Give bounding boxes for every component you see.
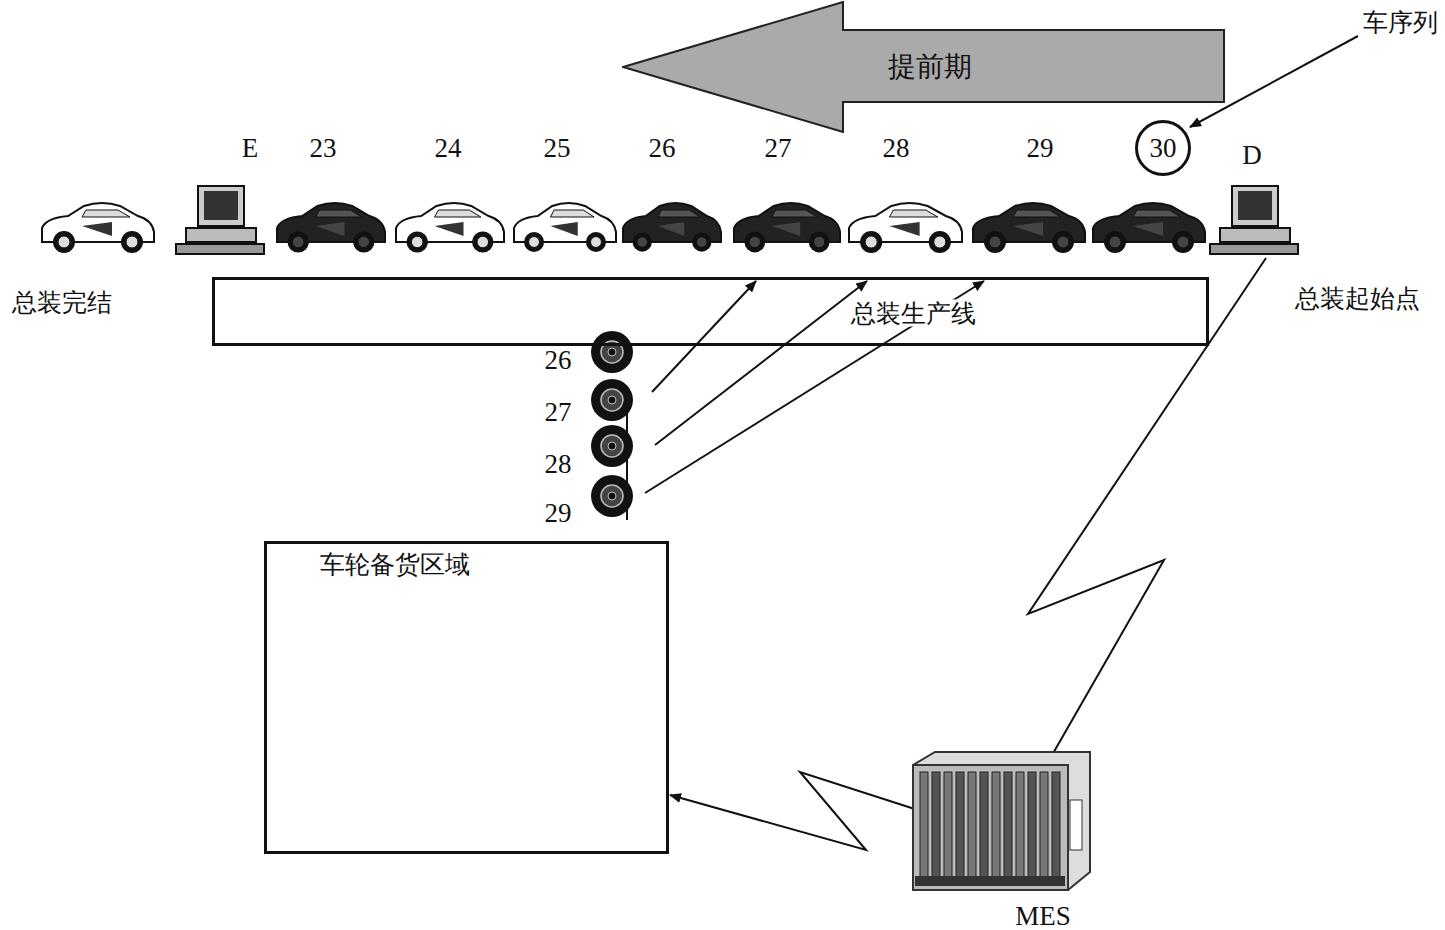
node-text: 车轮备货区域 <box>317 551 473 578</box>
wheel-stock-area: 车轮备货区域 <box>264 541 669 854</box>
station-letter: D <box>1242 142 1262 169</box>
lead-time-arrow: 提前期 <box>622 1 1225 133</box>
car <box>42 203 154 253</box>
supply-arrows <box>627 281 984 520</box>
callout-number: 24 <box>435 135 462 162</box>
callout-number: 28 <box>545 451 572 478</box>
start-label: 总装起始点 <box>1295 286 1420 311</box>
car <box>277 203 385 253</box>
assembly-line-band: 总装生产线 <box>212 277 1209 346</box>
car <box>849 203 962 253</box>
car <box>514 203 616 252</box>
callout-number: 23 <box>310 135 337 162</box>
signal-link <box>1028 258 1266 790</box>
car <box>623 203 721 252</box>
callout-number: 29 <box>545 500 572 527</box>
callout-number: 26 <box>649 135 676 162</box>
server-rack <box>913 752 1090 890</box>
callout-number: 28 <box>883 135 910 162</box>
callout-number: 26 <box>545 347 572 374</box>
station-letter: E <box>242 135 259 162</box>
callout-number: 27 <box>765 135 792 162</box>
node-text: 提前期 <box>888 53 972 81</box>
callout-number: 27 <box>545 399 572 426</box>
car <box>734 203 840 252</box>
computer-terminal <box>176 186 264 254</box>
car <box>396 203 504 253</box>
car-row <box>42 186 1298 254</box>
car <box>1093 203 1205 253</box>
node-text: 总装生产线 <box>848 299 979 326</box>
system-label: MES <box>1015 903 1071 930</box>
callout-number: 25 <box>544 135 571 162</box>
computer-terminal <box>1210 186 1298 254</box>
callout-number: 29 <box>1027 135 1054 162</box>
sequence-circle: 30 <box>1135 120 1191 176</box>
end-label: 总装完结 <box>12 290 112 315</box>
node-text: 30 <box>1147 134 1180 163</box>
car <box>973 203 1085 253</box>
sequence-label: 车序列 <box>1363 10 1438 35</box>
